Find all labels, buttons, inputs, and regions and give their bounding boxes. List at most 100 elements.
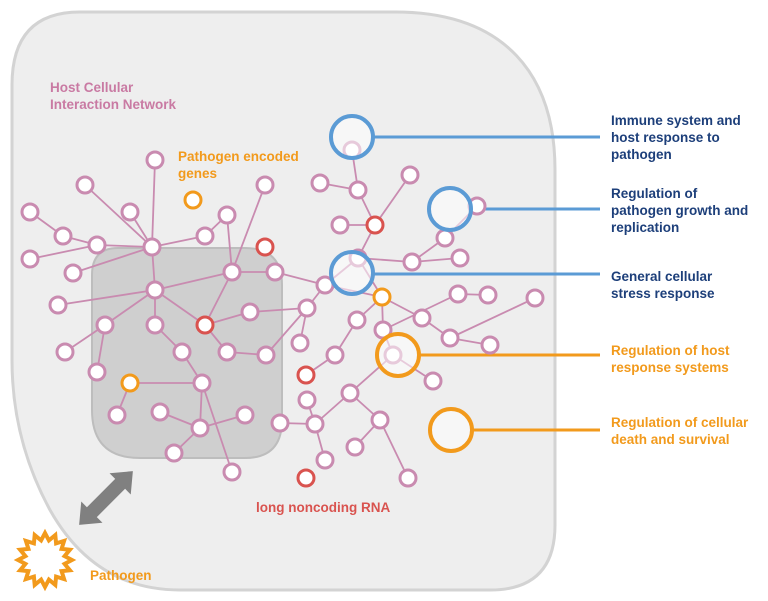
network-edge: [84, 184, 153, 248]
gene-node: [297, 298, 317, 318]
network-edge: [104, 289, 156, 326]
lncrna-node: [195, 315, 215, 335]
pathogen-icon: [13, 528, 77, 592]
gene-node: [305, 414, 325, 434]
category-death-survival: Regulation of cellular death and surviva…: [611, 415, 749, 447]
gene-node: [412, 308, 432, 328]
gene-node: [448, 284, 468, 304]
network-edge: [226, 214, 233, 273]
category-pathogen-growth: Regulation of pathogen growth and replic…: [611, 186, 749, 235]
gene-node: [120, 202, 140, 222]
gene-node: [55, 342, 75, 362]
gene-node: [398, 468, 418, 488]
gene-node: [75, 175, 95, 195]
gene-node: [325, 345, 345, 365]
network-edge: [154, 289, 206, 326]
gene-node: [145, 150, 165, 170]
gene-node: [347, 310, 367, 330]
gene-node: [315, 450, 335, 470]
gene-node: [222, 462, 242, 482]
gene-node: [164, 443, 184, 463]
gene-node: [192, 373, 212, 393]
gene-node: [150, 402, 170, 422]
gene-node: [87, 235, 107, 255]
gene-node: [310, 173, 330, 193]
gene-node: [217, 205, 237, 225]
gene-node: [240, 302, 260, 322]
category-halos: [329, 114, 474, 453]
category-halo: [427, 186, 473, 232]
gene-node: [255, 175, 275, 195]
gene-node: [256, 345, 276, 365]
network-edge: [201, 382, 233, 473]
gene-node: [402, 252, 422, 272]
pathogen-gene-node: [120, 373, 140, 393]
gene-node: [217, 342, 237, 362]
gene-node: [400, 165, 420, 185]
category-host-response-regulation: Regulation of host response systems: [611, 343, 730, 375]
network-edge: [154, 271, 233, 291]
network-edge: [265, 307, 308, 356]
lncrna-node: [296, 365, 316, 385]
gene-node: [190, 418, 210, 438]
network-edge: [374, 174, 411, 226]
network-title: Host Cellular Interaction Network: [50, 80, 177, 112]
gene-node: [480, 335, 500, 355]
gene-node: [440, 328, 460, 348]
lncrna-node: [296, 468, 316, 488]
gene-node: [235, 405, 255, 425]
network-edge: [151, 159, 156, 248]
network-edge: [249, 307, 308, 313]
gene-node: [48, 295, 68, 315]
network-edge: [72, 246, 153, 274]
gene-node: [297, 390, 317, 410]
category-stress-response: General cellular stress response: [611, 269, 715, 301]
gene-node: [95, 315, 115, 335]
network-edge: [231, 184, 266, 273]
category-immune-response: Immune system and host response to patho…: [611, 113, 741, 162]
lncrna-node: [365, 215, 385, 235]
gene-node: [423, 371, 443, 391]
gene-node: [142, 237, 162, 257]
gene-node: [20, 202, 40, 222]
gene-node: [330, 215, 350, 235]
gene-node: [370, 410, 390, 430]
pathogen-gene-node: [372, 287, 392, 307]
network-edge: [204, 271, 233, 326]
network-edge: [57, 289, 156, 306]
category-halo: [428, 407, 474, 453]
pathogen-label: Pathogen: [90, 568, 152, 583]
gene-node: [145, 280, 165, 300]
gene-node: [195, 226, 215, 246]
gene-node: [348, 180, 368, 200]
network-edge: [379, 419, 409, 479]
gene-node: [478, 285, 498, 305]
network-edge: [29, 244, 98, 260]
gene-node: [290, 333, 310, 353]
category-connectors: [373, 135, 600, 432]
gene-node: [63, 263, 83, 283]
category-halo: [329, 114, 375, 160]
gene-node: [345, 437, 365, 457]
lncrna-label: long noncoding RNA: [256, 500, 391, 515]
category-halo: [375, 332, 421, 378]
network-edge: [449, 297, 536, 339]
gene-node: [145, 315, 165, 335]
gene-node: [107, 405, 127, 425]
pathogen-genes-label: Pathogen encoded genes: [178, 149, 299, 181]
gene-node: [172, 342, 192, 362]
gene-node: [20, 249, 40, 269]
gene-node: [435, 228, 455, 248]
gene-node: [270, 413, 290, 433]
gene-node: [87, 362, 107, 382]
category-halo: [329, 250, 375, 296]
pathogen-gene-node: [183, 190, 203, 210]
gene-node: [265, 262, 285, 282]
lncrna-node: [255, 237, 275, 257]
gene-node: [340, 383, 360, 403]
gene-node: [222, 262, 242, 282]
gene-node: [53, 226, 73, 246]
gene-node: [525, 288, 545, 308]
double-arrow-icon: [79, 471, 133, 525]
